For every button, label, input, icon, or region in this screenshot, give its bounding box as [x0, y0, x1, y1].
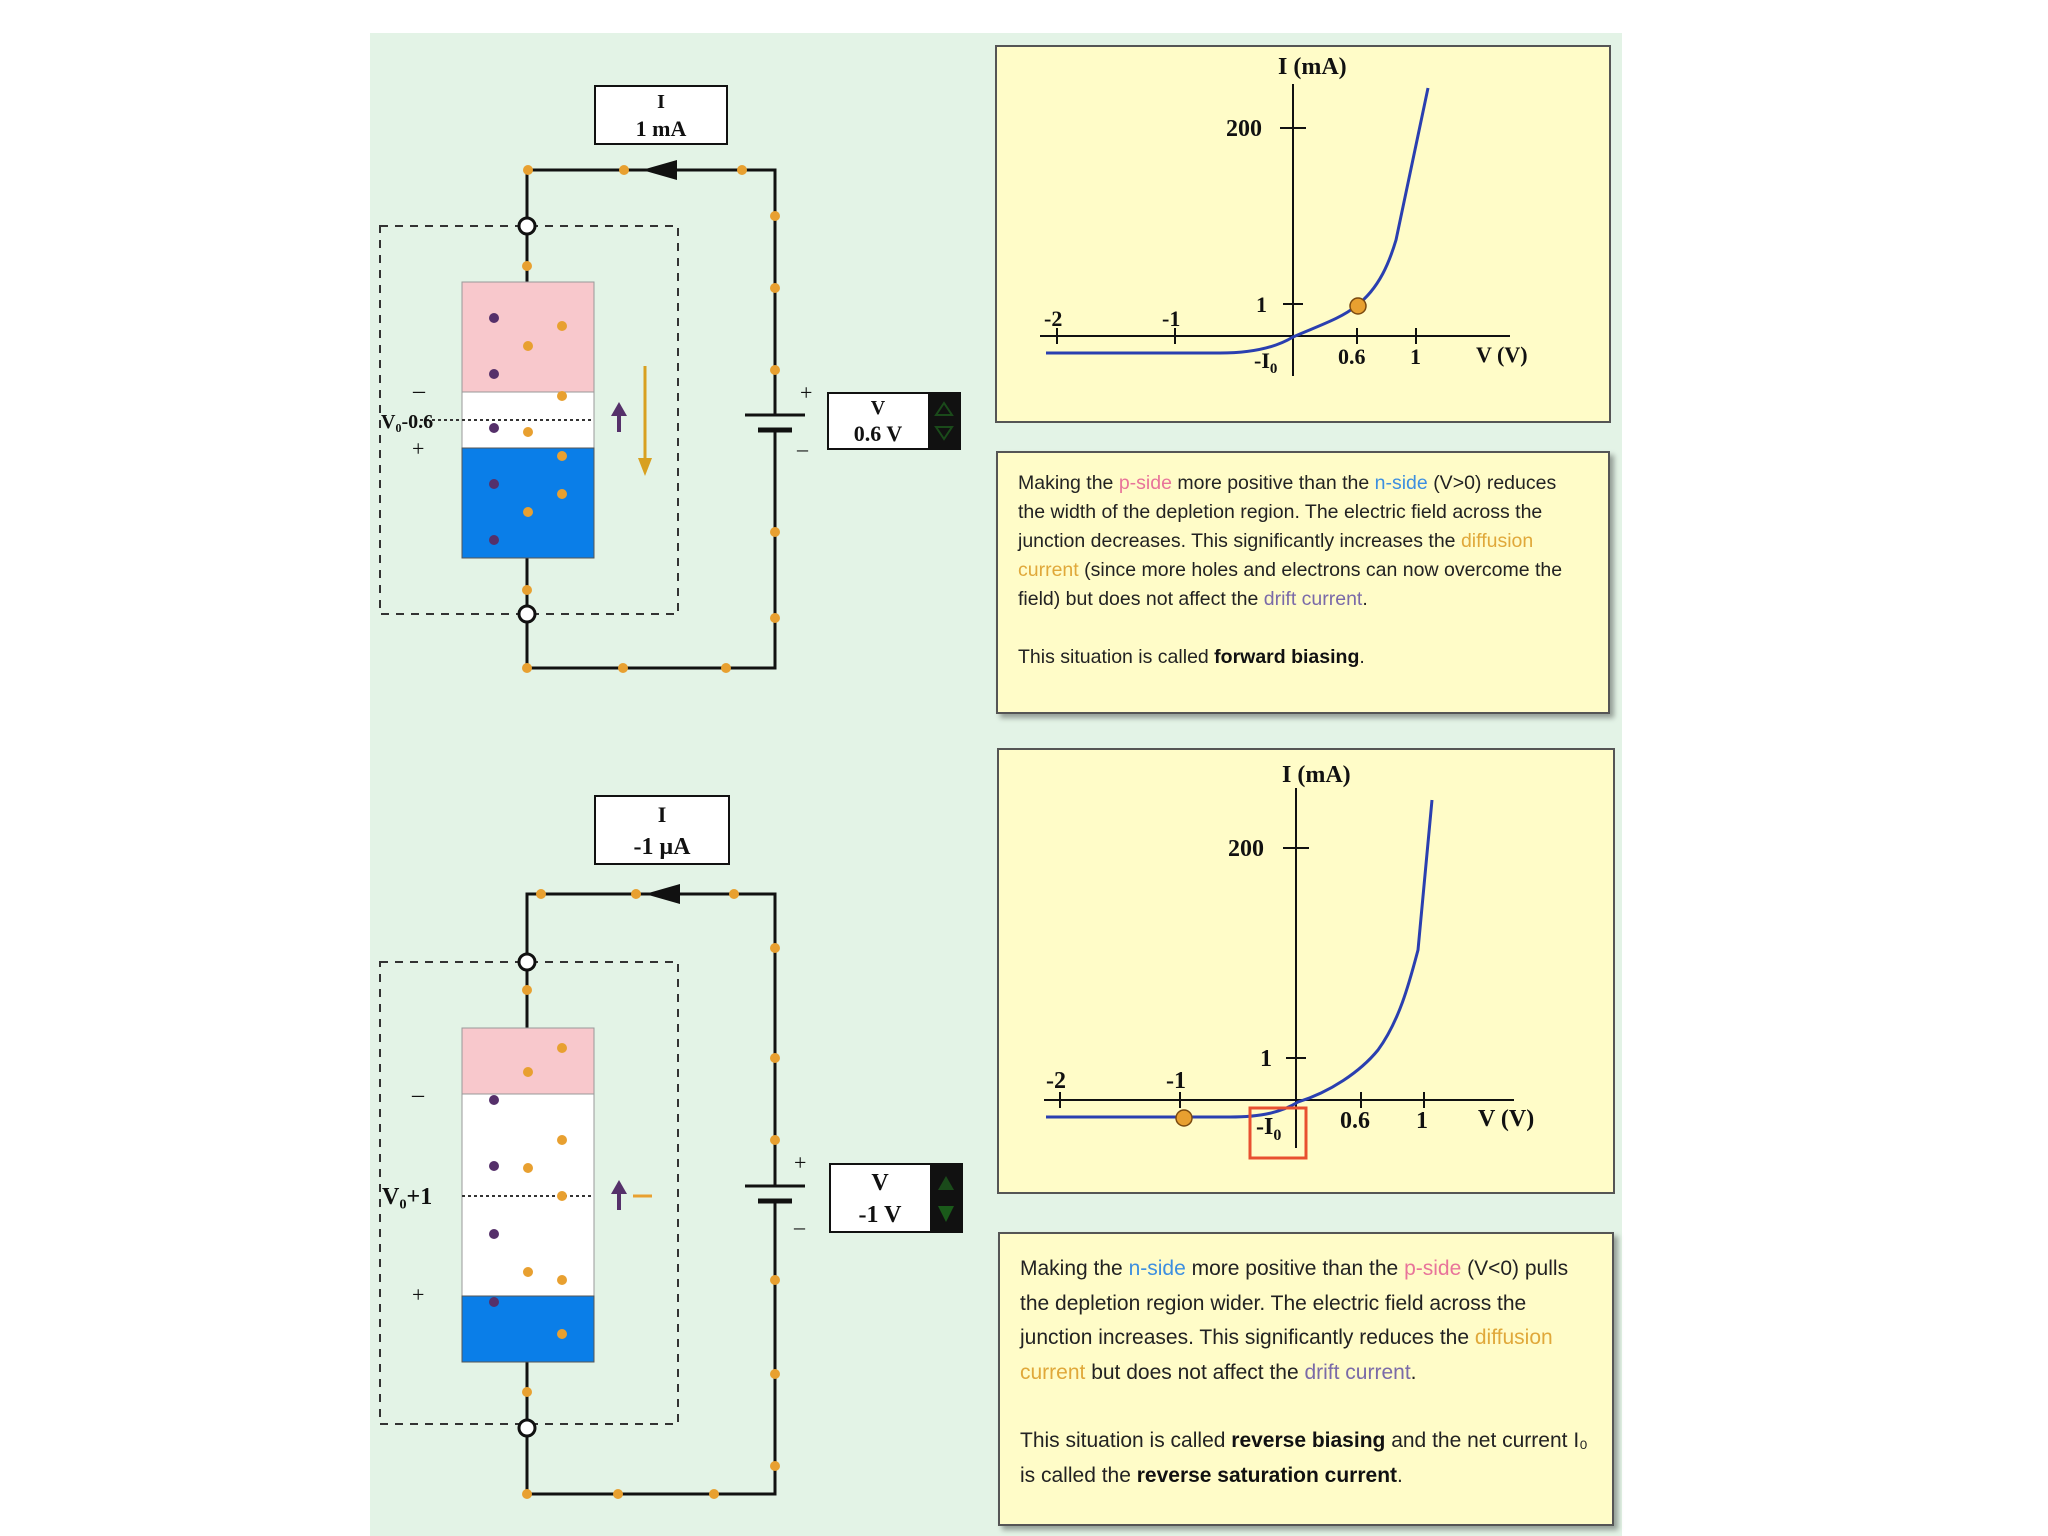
bottom-ytick-1: 1 [1260, 1046, 1272, 1072]
top-circuit: + – – V₀-0.6 + [379, 160, 812, 673]
bottom-voltage-meter-value: -1 V [859, 1202, 903, 1228]
top-ytick-200: 200 [1226, 116, 1262, 142]
top-xtick-0-6: 0.6 [1338, 344, 1366, 369]
bottom-wire-bottom [525, 1208, 777, 1496]
bottom-circuit: + – – V₀+1 + [379, 884, 806, 1499]
bottom-current-arrow [645, 884, 680, 904]
top-xtick-1: 1 [1410, 344, 1421, 369]
top-junction-voltage: V₀-0.6 [381, 411, 433, 433]
bottom-wire-dots [522, 889, 780, 1499]
bottom-xtick-1: 1 [1416, 1108, 1428, 1134]
bottom-description-panel: Making the n-side more positive than the… [998, 1232, 1614, 1526]
bottom-terminal-upper [517, 952, 537, 972]
top-graph-ylabel: I (mA) [1278, 54, 1347, 80]
top-voltage-up-icon[interactable] [934, 401, 954, 416]
bottom-device-box [379, 961, 679, 1425]
bottom-current-meter-label: I [658, 802, 667, 827]
top-n-region [461, 447, 595, 559]
bottom-xtick-minus1: -1 [1166, 1068, 1186, 1094]
top-p-region [461, 281, 595, 393]
top-plus-sign: + [412, 436, 424, 461]
top-xtick-minus1: -1 [1162, 306, 1180, 331]
top-wire-bottom [525, 442, 777, 670]
bottom-n-region [461, 1295, 595, 1363]
top-minus-sign: – [412, 378, 426, 404]
bottom-minus-sign: – [411, 1082, 425, 1108]
top-voltage-down-icon[interactable] [934, 426, 954, 441]
top-current-meter-label: I [657, 91, 665, 113]
bottom-terminal-lower [517, 1418, 537, 1438]
top-description-panel: Making the p-side more positive than the… [996, 451, 1610, 714]
bottom-iv-curve [1046, 799, 1434, 1119]
bottom-current-meter-value: -1 μA [634, 834, 692, 860]
top-wire-dots [522, 165, 780, 673]
top-carriers [489, 313, 567, 545]
bottom-xtick-0-6: 0.6 [1340, 1108, 1370, 1134]
bottom-carriers [489, 1043, 567, 1339]
bottom-battery-minus: – [793, 1214, 806, 1239]
bottom-current-meter: I -1 μA [594, 795, 730, 865]
bottom-voltage-up-icon[interactable] [938, 1176, 954, 1190]
bottom-battery [745, 1184, 805, 1208]
top-voltage-meter-value: 0.6 V [854, 421, 903, 446]
top-xtick-minus2: -2 [1044, 306, 1062, 331]
bottom-description-body: Making the n-side more positive than the… [1020, 1257, 1569, 1384]
bottom-description-conclusion: This situation is called reverse biasing… [1020, 1429, 1588, 1487]
bottom-i0-label: -I0 [1256, 1114, 1281, 1144]
bottom-operating-point [1175, 1109, 1193, 1127]
top-device-box [379, 225, 679, 615]
bottom-junction-voltage: V₀+1 [382, 1184, 432, 1210]
top-i0-label: -I0 [1254, 348, 1277, 377]
top-battery-plus: + [800, 380, 812, 405]
top-operating-point [1349, 297, 1367, 315]
bottom-graph-ylabel: I (mA) [1282, 762, 1351, 788]
top-current-meter-value: 1 mA [636, 116, 687, 141]
top-terminal-upper [517, 216, 537, 236]
top-voltage-meter-label: V [871, 397, 886, 419]
top-voltage-meter: V 0.6 V [827, 392, 961, 450]
top-iv-curve [1046, 87, 1430, 355]
bottom-xtick-minus2: -2 [1046, 1068, 1066, 1094]
bottom-plus-sign: + [412, 1282, 424, 1307]
bottom-voltage-meter: V -1 V [829, 1163, 963, 1233]
top-description-body: Making the p-side more positive than the… [1018, 472, 1563, 610]
top-description-conclusion: This situation is called forward biasing… [1018, 646, 1365, 668]
bottom-battery-plus: + [794, 1150, 806, 1175]
bottom-p-region [461, 1027, 595, 1095]
top-iv-graph: I (mA) V (V) 200 1 -2 -1 0.6 1 -I0 [995, 45, 1611, 423]
top-current-arrow [642, 160, 677, 180]
top-current-meter: I 1 mA [594, 85, 728, 145]
top-graph-xlabel: V (V) [1476, 342, 1528, 367]
top-ytick-1: 1 [1256, 292, 1267, 317]
top-battery [745, 413, 805, 442]
bottom-ytick-200: 200 [1228, 836, 1264, 862]
bottom-voltage-meter-label: V [871, 1170, 889, 1196]
top-battery-minus: – [796, 436, 809, 461]
bottom-graph-xlabel: V (V) [1478, 1106, 1534, 1132]
bottom-iv-graph: I (mA) V (V) 200 1 -2 -1 0.6 1 -I0 [997, 748, 1615, 1194]
i0-highlight-box [1248, 1106, 1308, 1160]
top-terminal-lower [517, 604, 537, 624]
bottom-voltage-down-icon[interactable] [938, 1206, 954, 1222]
